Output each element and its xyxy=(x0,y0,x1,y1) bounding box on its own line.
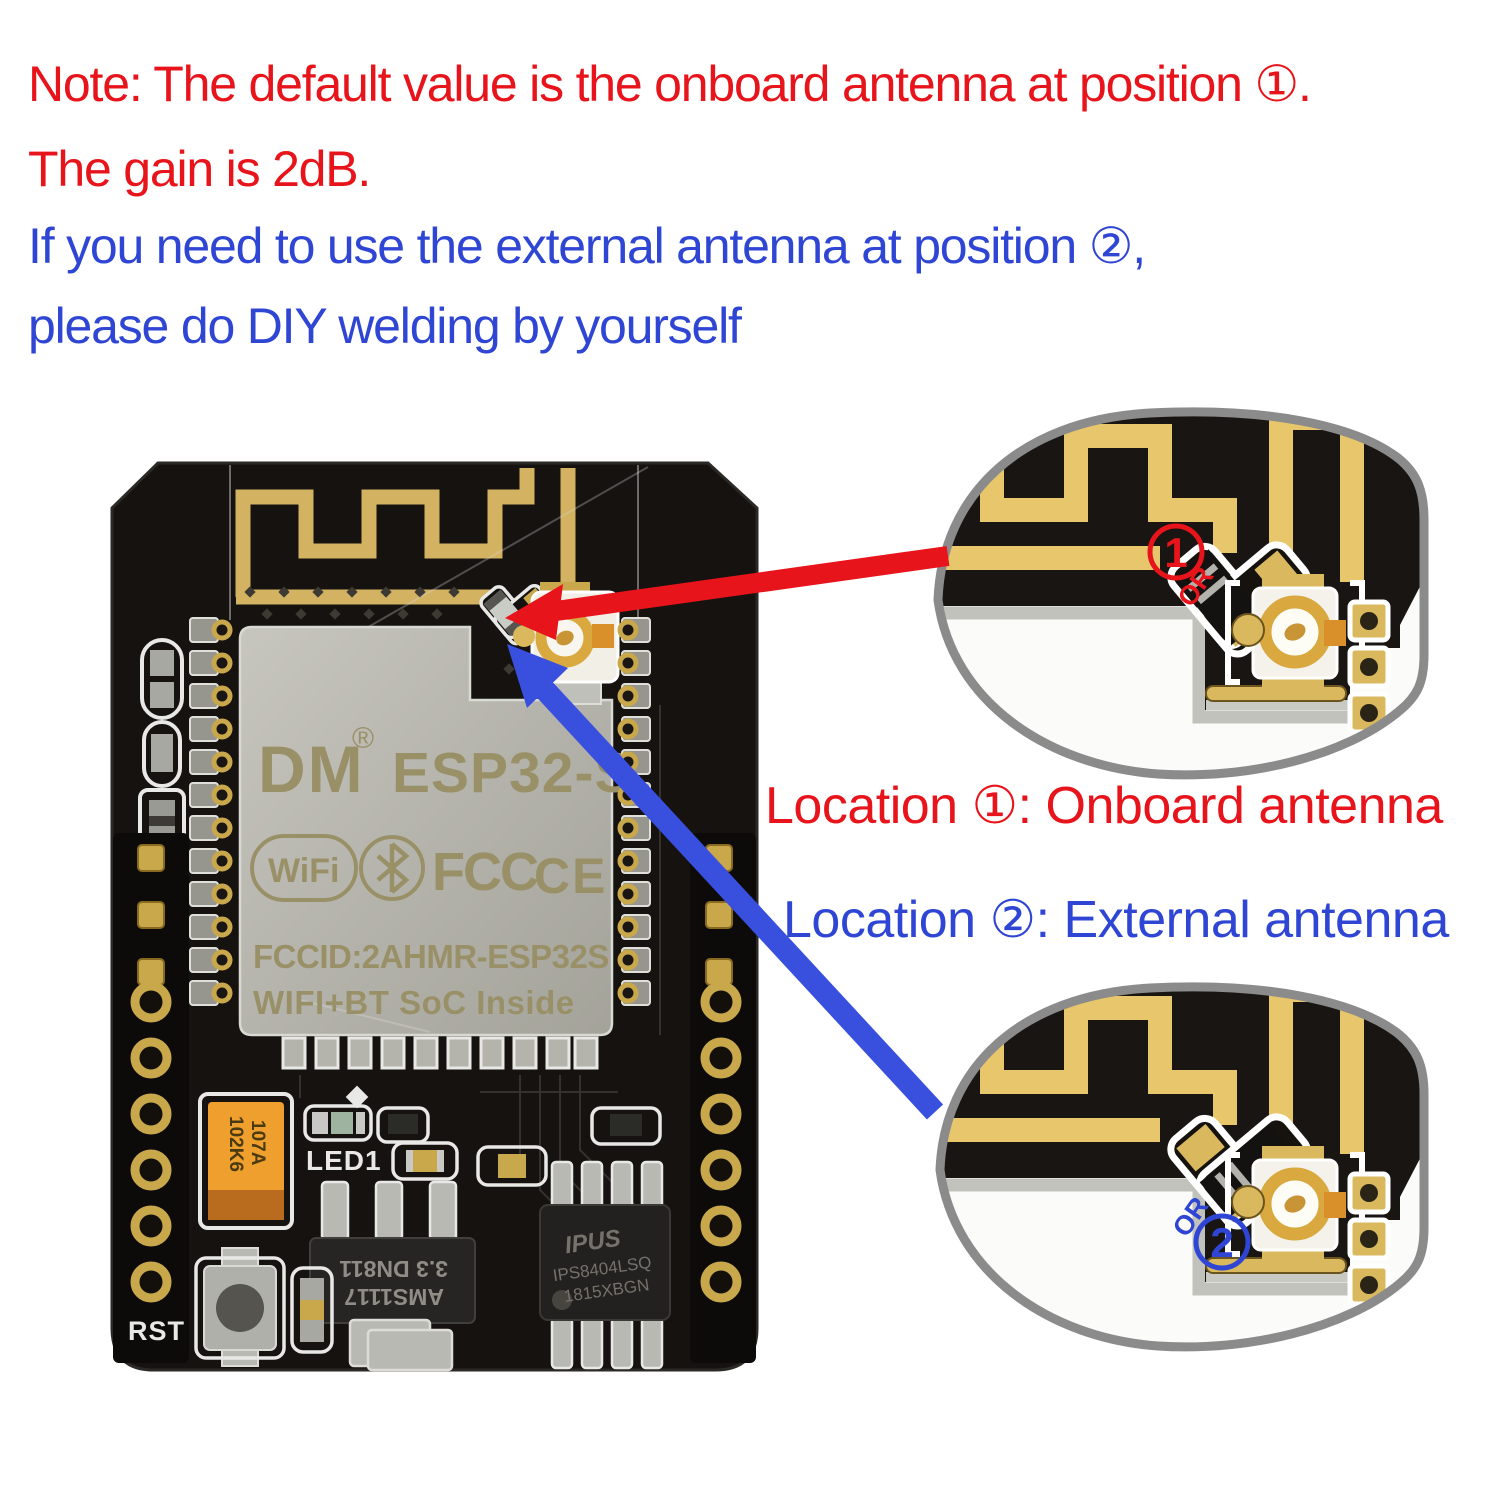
esp32-cam-board: DM ® ESP32-S WiFi FCC CE FCCID:2AHMR-ESP… xyxy=(110,461,759,1372)
blue-arrow xyxy=(507,644,944,1120)
note-line-3: If you need to use the external antenna … xyxy=(28,218,1146,274)
regulator-marking-1: AMS1117 xyxy=(344,1284,444,1310)
inset1-border xyxy=(933,407,1429,780)
svg-text:WiFi: WiFi xyxy=(268,852,339,890)
fcc-logo: FCC xyxy=(432,842,538,902)
inset-onboard-antenna: 1 OR xyxy=(933,407,1429,780)
inset2-ufl xyxy=(1225,1146,1365,1263)
inset1-ufl xyxy=(1225,574,1365,691)
soc-text: WIFI+BT SoC Inside xyxy=(253,984,575,1021)
inset-external-antenna: OR 2 xyxy=(935,982,1429,1352)
location1-label: Location ①: Onboard antenna xyxy=(765,777,1443,835)
bottom-tab xyxy=(366,1328,454,1372)
small-passives xyxy=(376,1106,662,1187)
status-led xyxy=(303,1104,373,1142)
led-label: LED1 xyxy=(306,1145,382,1176)
note-line-1: Note: The default value is the onboard a… xyxy=(28,56,1312,112)
diamond-marker xyxy=(345,1085,369,1109)
left-header xyxy=(113,833,189,1363)
fccid-text: FCCID:2AHMR-ESP32S xyxy=(253,938,609,975)
button-side-passive xyxy=(290,1266,334,1354)
bluetooth-logo xyxy=(359,835,425,901)
wifi-logo: WiFi xyxy=(250,834,358,902)
reset-button xyxy=(194,1247,286,1367)
flash-chip: IPUS IPS8404LSQ 1815XBGN xyxy=(539,1160,671,1370)
via-rows xyxy=(244,586,540,695)
note-line-4: please do DIY welding by yourself xyxy=(28,298,742,354)
ce-logo: CE xyxy=(534,848,607,904)
red-arrow xyxy=(505,546,950,640)
inset1-number: 1 xyxy=(1164,529,1187,576)
inset2-border xyxy=(935,982,1429,1352)
capacitor-marking-2: 102K6 xyxy=(225,1116,246,1172)
right-header xyxy=(690,833,756,1363)
note-line-2: The gain is 2dB. xyxy=(28,141,371,197)
inset2-number: 2 xyxy=(1210,1219,1233,1266)
shield-bottom-pads xyxy=(281,1036,599,1070)
capacitor-marking-1: 107A xyxy=(247,1120,268,1166)
rst-label: RST xyxy=(128,1316,185,1346)
module-shield xyxy=(238,625,614,1037)
location2-label: Location ②: External antenna xyxy=(783,891,1449,949)
brand-reg-mark: ® xyxy=(352,722,374,755)
tantalum-capacitor: 107A 102K6 xyxy=(198,1092,294,1230)
regulator-marking-2: 3.3 DN811 xyxy=(339,1256,448,1282)
brand-logo-text: DM xyxy=(258,732,365,806)
